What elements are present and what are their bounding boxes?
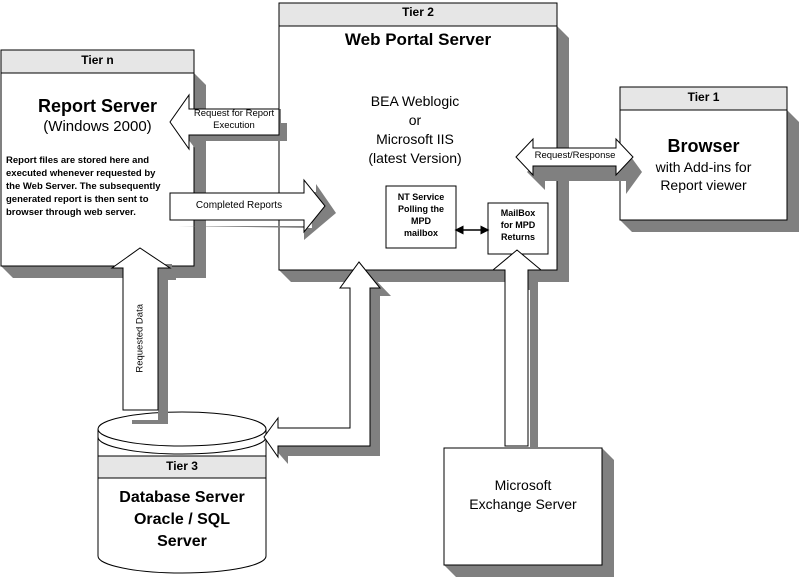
request-response-label: Request/Response <box>534 150 616 161</box>
report-desc-line-1: Report files are stored here and <box>6 155 150 166</box>
report-desc-line-4: generated report is then sent to <box>6 194 149 205</box>
request-report-label-line-1: Request for Report <box>193 108 275 119</box>
database-title-line-3: Server <box>157 533 207 550</box>
mailbox-line-3: Returns <box>500 232 535 242</box>
nt-service-line-1: NT Service <box>397 192 445 202</box>
completed-reports-arrow <box>169 178 336 240</box>
report-server-box <box>0 49 206 278</box>
exchange-mailbox-arrow <box>491 249 543 448</box>
report-server-subtitle: (Windows 2000) <box>43 118 152 135</box>
request-report-label-line-2: Execution <box>213 120 255 131</box>
web-portal-server-line-4: (latest Version) <box>368 150 462 166</box>
report-desc-line-5: browser through web server. <box>6 207 136 218</box>
exchange-title-line-1: Microsoft <box>494 477 552 493</box>
mailbox-line-1: MailBox <box>500 208 536 218</box>
tier1-label: Tier 1 <box>687 90 720 104</box>
web-portal-server-line-3: Microsoft IIS <box>376 131 454 147</box>
web-portal-server-line-1: BEA Weblogic <box>370 93 460 109</box>
browser-subtitle-line-2: Report viewer <box>660 177 747 193</box>
report-desc-line-3: the Web Server. The subsequently <box>6 181 161 192</box>
db-webportal-arrow <box>263 261 391 464</box>
browser-box <box>619 86 799 232</box>
exchange-server-box <box>443 447 614 577</box>
mailbox-box <box>487 202 549 255</box>
browser-subtitle-line-1: with Add-ins for <box>655 159 752 175</box>
nt-service-line-3: MPD <box>411 216 431 226</box>
tiern-label: Tier n <box>81 53 114 67</box>
database-title-line-1: Database Server <box>119 489 245 506</box>
request-response-arrow <box>515 137 642 194</box>
mailbox-line-2: for MPD <box>500 220 536 230</box>
nt-service-line-2: Polling the <box>398 204 444 214</box>
tier3-label: Tier 3 <box>166 459 198 473</box>
completed-reports-label: Completed Reports <box>195 200 283 211</box>
web-portal-server-line-2: or <box>408 112 422 128</box>
request-report-arrow <box>169 93 287 151</box>
browser-title: Browser <box>667 136 740 156</box>
tier2-label: Tier 2 <box>402 5 434 19</box>
database-title-line-2: Oracle / SQL <box>133 511 231 528</box>
nt-service-box <box>385 185 457 249</box>
requested-data-label: Requested Data <box>134 303 146 373</box>
nt-service-line-4: mailbox <box>403 228 438 238</box>
web-portal-title: Web Portal Server <box>344 30 492 49</box>
report-desc-line-2: executed whenever requested by <box>6 168 156 179</box>
report-server-title: Report Server <box>37 96 158 116</box>
requested-data-arrow <box>110 247 176 424</box>
exchange-title-line-2: Exchange Server <box>469 496 577 512</box>
